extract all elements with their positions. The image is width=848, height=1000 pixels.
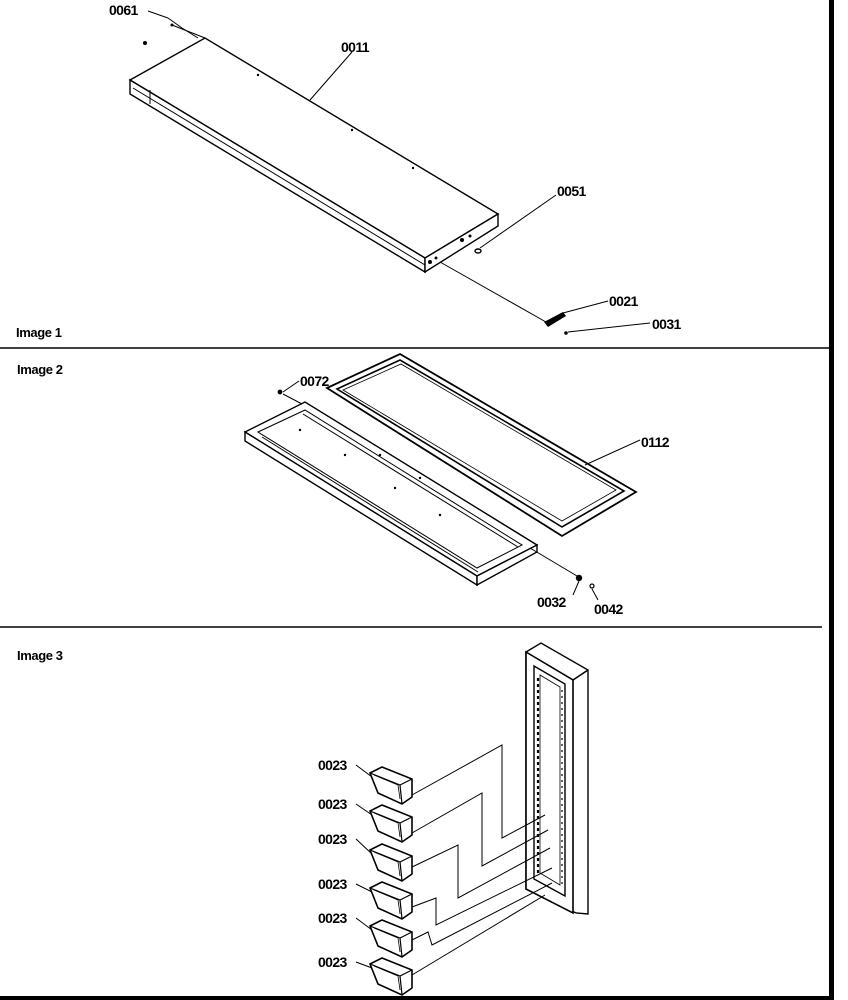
- callout-bin-1: 0023: [318, 757, 348, 773]
- screw-0051-icon: [474, 248, 482, 254]
- washer-0042-icon: [589, 583, 595, 589]
- door-bin-icon: [368, 766, 413, 805]
- section-image-2: Image 2: [17, 352, 670, 617]
- callout-0061: 0061: [109, 2, 139, 18]
- screw-0061-a: [143, 41, 147, 45]
- door-bin-icon: [368, 919, 413, 958]
- bin-leader-line: [355, 764, 373, 778]
- bin-leader-line: [355, 838, 373, 855]
- section-image-1: Image 1: [16, 2, 682, 340]
- section-image-3: Image 3 0023 0023 0023 0023 0023 002: [17, 642, 589, 996]
- bottom-border: [0, 996, 834, 1000]
- callout-0021: 0021: [609, 293, 639, 309]
- callout-0011: 0011: [341, 39, 370, 55]
- shelf-panel-0011: [128, 37, 500, 274]
- right-border: [829, 0, 834, 1000]
- bin-leader-line: [355, 883, 373, 893]
- bracket-0021-icon: [544, 312, 566, 327]
- screw-0072-icon: [277, 389, 283, 395]
- callout-0032: 0032: [537, 594, 567, 610]
- door-bin-icon: [368, 804, 413, 843]
- callout-0051: 0051: [557, 183, 587, 199]
- callout-bin-2: 0023: [318, 796, 348, 812]
- callout-bin-5: 0023: [318, 910, 348, 926]
- screw-0032-icon: [575, 574, 583, 582]
- bin-leader-line: [355, 917, 373, 931]
- shelf-frame: [243, 401, 539, 587]
- glass-panel-0112: [325, 352, 638, 538]
- callout-bin-6: 0023: [318, 954, 348, 970]
- callout-0112: 0112: [641, 434, 670, 450]
- door-bin-icon: [368, 843, 413, 882]
- callout-0042: 0042: [594, 601, 624, 617]
- section-1-title: Image 1: [16, 325, 62, 340]
- callout-bin-4: 0023: [318, 876, 348, 892]
- callout-0031: 0031: [652, 316, 682, 332]
- callout-bin-3: 0023: [318, 831, 348, 847]
- door-bin-icon: [368, 881, 413, 920]
- section-3-title: Image 3: [17, 648, 63, 663]
- assembly-guide-lines: [411, 744, 553, 976]
- door-bin-icon: [368, 957, 413, 996]
- bin-leader-line: [355, 803, 373, 816]
- callout-0072: 0072: [300, 373, 330, 389]
- section-2-title: Image 2: [17, 362, 63, 377]
- screw-0031-icon: [564, 331, 568, 335]
- door-bins: [355, 764, 413, 996]
- door-assembly: [525, 642, 589, 915]
- bin-leader-line: [355, 961, 373, 969]
